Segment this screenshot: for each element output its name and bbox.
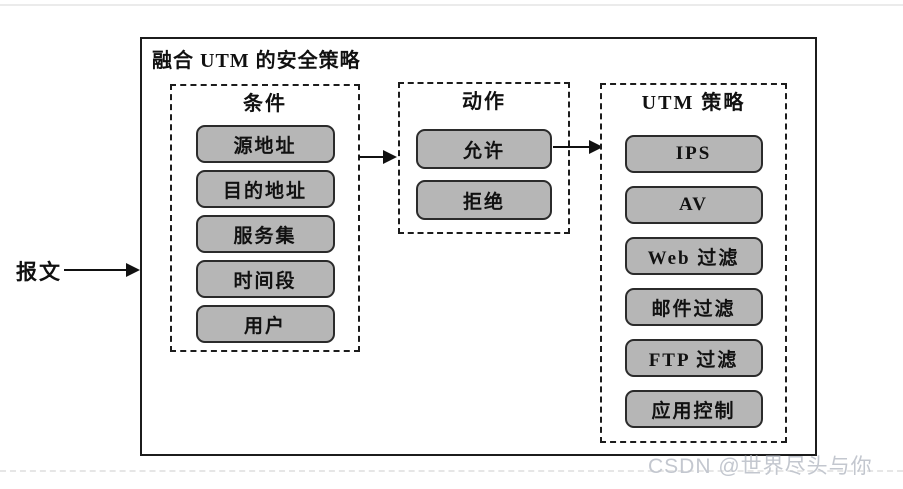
utm-policy-group-box: UTM 策略 IPS AV Web 过滤邮件过滤 FTP 过滤应用控制 <box>600 83 787 443</box>
condition-node: 服务集 <box>195 215 335 253</box>
packet-label: 报文 <box>16 260 62 284</box>
actions-group-box: 动作 允许拒绝 <box>398 82 570 234</box>
packet-arrow-line <box>64 269 128 271</box>
utm-policy-node: FTP 过滤 <box>624 339 763 377</box>
diagram-title: 融合 UTM 的安全策略 <box>152 50 361 72</box>
utm-policy-node: 应用控制 <box>624 390 763 428</box>
allow-to-utm-arrow-head-icon <box>589 140 603 154</box>
page-edge-artifact-bottom <box>0 470 903 472</box>
conditions-to-actions-arrow-head-icon <box>383 150 397 164</box>
utm-policy-node: IPS <box>624 135 763 173</box>
page-edge-artifact-top <box>0 4 903 6</box>
condition-node: 时间段 <box>195 260 335 298</box>
packet-arrow-head-icon <box>126 263 140 277</box>
action-node: 拒绝 <box>416 180 552 220</box>
conditions-group-box: 条件 源地址目的地址服务集时间段用户 <box>170 84 360 352</box>
utm-policy-node: 邮件过滤 <box>624 288 763 326</box>
condition-node: 目的地址 <box>195 170 335 208</box>
condition-node: 源地址 <box>195 125 335 163</box>
conditions-to-actions-arrow-line <box>359 156 385 158</box>
utm-policy-group-title: UTM 策略 <box>641 92 746 114</box>
csdn-watermark: CSDN @世界尽头与你 <box>648 455 873 478</box>
conditions-group-title: 条件 <box>243 93 287 115</box>
action-node: 允许 <box>416 129 552 169</box>
utm-policy-node: Web 过滤 <box>624 237 763 275</box>
allow-to-utm-arrow-line <box>553 146 591 148</box>
actions-group-title: 动作 <box>462 91 506 113</box>
utm-policy-node: AV <box>624 186 763 224</box>
condition-node: 用户 <box>195 305 335 343</box>
